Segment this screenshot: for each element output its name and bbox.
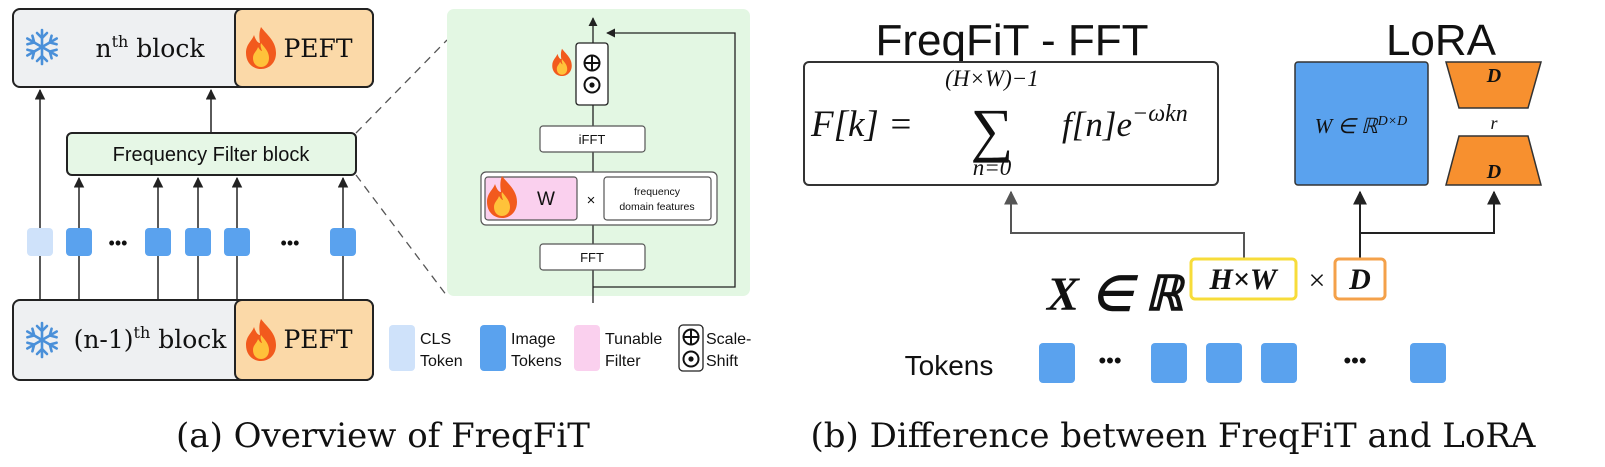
weight-matrix (1294, 61, 1429, 186)
prev-block-label: (n-1)th block (74, 323, 228, 354)
legend-image-swatch (480, 325, 506, 371)
legend-cls-line1: CLS (420, 331, 451, 348)
nth-block: nth block PEFT (12, 8, 374, 88)
token (1410, 343, 1446, 383)
token (1261, 343, 1297, 383)
features-line-1: frequency (634, 186, 681, 198)
panel-b: FreqFiT - FFT LoRA F[k] = (H×W)−1 ∑ n=0 … (803, 16, 1542, 456)
legend-tunable-line2: Filter (605, 353, 641, 370)
zoom-line-top (355, 39, 448, 134)
image-token (224, 228, 250, 256)
ellipsis: ••• (281, 233, 300, 253)
features-line-2: domain features (619, 201, 694, 213)
cls-token (27, 228, 53, 256)
d-highlight (1333, 257, 1387, 301)
input-d: D (1348, 263, 1371, 296)
token (1151, 343, 1187, 383)
tokens-label: Tokens (905, 350, 994, 381)
ellipsis: ••• (1343, 348, 1366, 373)
nth-block-label: nth block (96, 32, 206, 63)
image-token (330, 228, 356, 256)
formula-sum-upper: (H×W)−1 (945, 66, 1039, 91)
legend-image-line1: Image (511, 331, 556, 348)
ifft-label: iFFT (579, 132, 606, 147)
zoom-line-bottom (355, 174, 448, 297)
lora-up-projection (1445, 135, 1542, 186)
legend-scale-shift-line1: Scale- (706, 331, 751, 348)
formula-lhs: F[k] = (810, 104, 913, 145)
panel-a-tokens: ••• ••• (27, 228, 356, 256)
image-token (66, 228, 92, 256)
image-token (145, 228, 171, 256)
ellipsis: ••• (109, 233, 128, 253)
peft-label-top: PEFT (283, 34, 352, 63)
ellipsis: ••• (1098, 348, 1121, 373)
title-lora: LoRA (1386, 16, 1497, 65)
legend-cls-swatch (389, 325, 415, 371)
lora-bottom-label: D (1486, 161, 1501, 183)
zoom-panel: iFFT W × frequency domain features FFT (447, 9, 750, 303)
token (1039, 343, 1075, 383)
legend-cls-line2: Token (420, 353, 463, 370)
legend-tunable-line1: Tunable (605, 331, 662, 348)
title-freqfit-fft: FreqFiT - FFT (876, 16, 1149, 65)
formula-sum-lower: n=0 (973, 155, 1012, 180)
lora-down-projection (1445, 61, 1542, 109)
image-token (185, 228, 211, 256)
peft-label-bottom: PEFT (283, 325, 352, 354)
caption-a: (a) Overview of FreqFiT (176, 416, 590, 456)
weight-label: W (537, 189, 555, 210)
arrow-to-fft (1004, 190, 1245, 260)
legend: CLS Token Image Tokens Tunable Filter Sc… (389, 324, 751, 372)
frequency-features-box (603, 176, 712, 221)
arrow-to-lora (1360, 190, 1501, 234)
panel-b-tokens: ••• ••• (1039, 343, 1446, 383)
fft-formula: F[k] = (H×W)−1 ∑ n=0 f[n]e−ωkn (803, 61, 1219, 186)
panel-a-arrows (34, 88, 349, 300)
formula-sum-symbol: ∑ (971, 97, 1014, 163)
fft-label: FFT (580, 250, 604, 265)
legend-image-line2: Tokens (511, 353, 562, 370)
input-var: X ∈ ℝ (1045, 268, 1186, 321)
lora-rank-label: r (1490, 113, 1498, 133)
prev-block: (n-1)th block PEFT (12, 299, 374, 381)
token (1206, 343, 1242, 383)
input-expression: X ∈ ℝ H×W × D (1045, 257, 1387, 321)
lora-top-label: D (1486, 65, 1501, 87)
formula-term: f[n]e−ωkn (1062, 101, 1188, 144)
input-times: × (1309, 264, 1326, 297)
frequency-filter-label: Frequency Filter block (113, 144, 311, 166)
caption-b: (b) Difference between FreqFiT and LoRA (811, 416, 1536, 456)
input-hw: H×W (1208, 263, 1278, 296)
times-symbol: × (587, 192, 596, 209)
weight-matrix-label: W ∈ ℝD×D (1315, 114, 1408, 138)
panel-a: nth block PEFT (n-1)th block PEFT Freque… (12, 8, 751, 456)
hw-highlight (1189, 257, 1298, 301)
legend-scale-shift-line2: Shift (706, 353, 739, 370)
legend-tunable-swatch (574, 325, 600, 371)
